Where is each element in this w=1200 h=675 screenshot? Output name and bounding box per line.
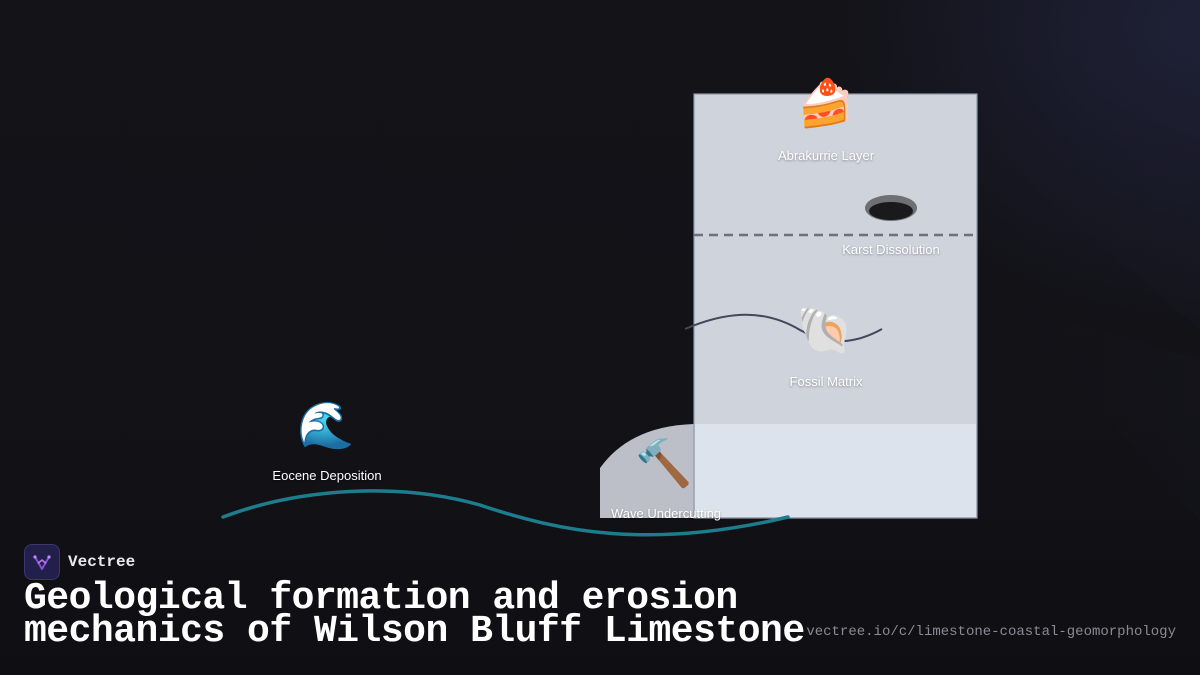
hammer-icon: 🔨	[635, 436, 693, 490]
title-line-1: Geological formation and erosion	[24, 577, 738, 620]
title-line-2: mechanics of Wilson Bluff Limestone	[24, 610, 805, 653]
brand-name: Vectree	[68, 553, 136, 571]
cliff-lower-zone	[695, 424, 976, 517]
cliff-base-curve	[600, 424, 694, 518]
fossil-matrix-label: Fossil Matrix	[789, 374, 863, 389]
shell-icon: 🐚	[796, 303, 854, 357]
vectree-logo-icon	[24, 544, 60, 580]
hole-icon	[865, 195, 917, 221]
karst-dissolution-label: Karst Dissolution	[842, 242, 940, 257]
eocene-connector-curve	[221, 489, 790, 537]
abrakurrie-layer-label: Abrakurrie Layer	[777, 148, 875, 163]
cake-icon: 🍰	[797, 76, 855, 130]
fossil-connector-curve	[684, 313, 883, 343]
brand: Vectree	[24, 544, 135, 580]
wave-icon: 🌊	[297, 398, 355, 452]
wave-undercutting-label: Wave Undercutting	[610, 506, 722, 521]
page-title: Geological formation and erosion mechani…	[24, 580, 805, 651]
source-url[interactable]: vectree.io/c/limestone-coastal-geomorpho…	[806, 624, 1176, 640]
eocene-deposition-label: Eocene Deposition	[272, 468, 382, 483]
